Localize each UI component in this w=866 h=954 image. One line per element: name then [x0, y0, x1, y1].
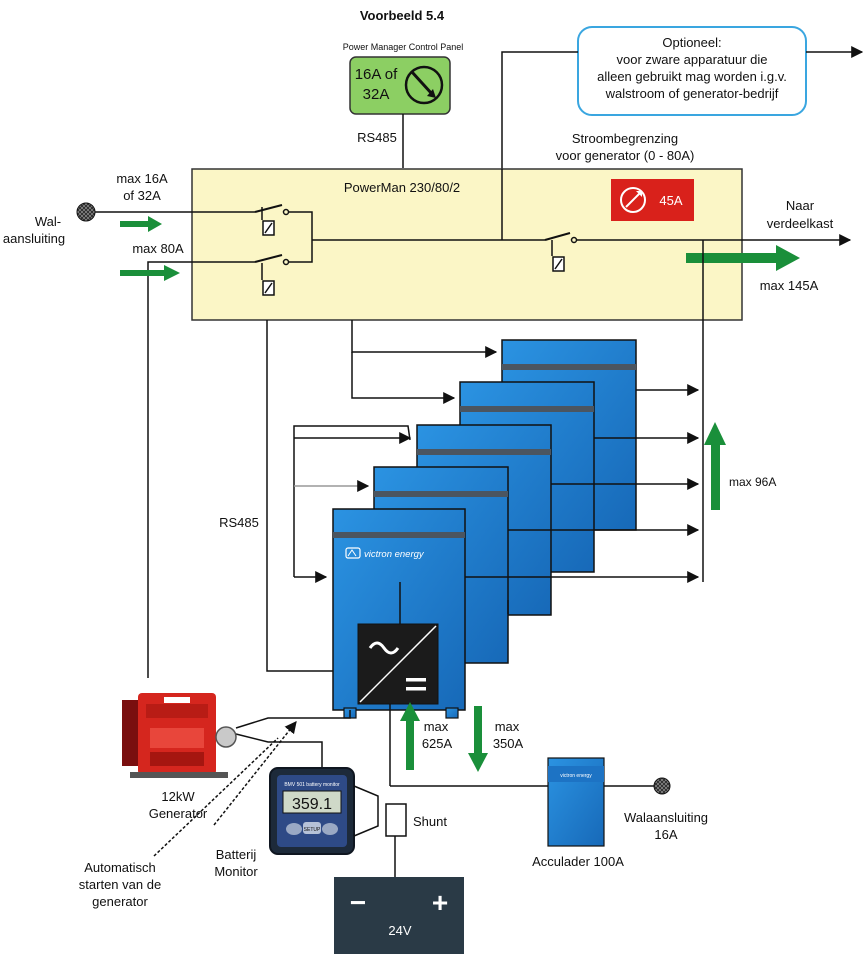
batt-mon-label-2: Monitor	[214, 864, 258, 879]
current-limit-display: 45A	[611, 179, 694, 221]
max16-label-1: max 16A	[116, 171, 168, 186]
example-title: Voorbeeld 5.4	[360, 8, 445, 23]
generator-image	[122, 693, 237, 778]
green-arrow-shore	[120, 216, 162, 232]
max625-label-2: 625A	[422, 736, 453, 751]
green-arrow-up-625	[400, 702, 420, 770]
powerman-box: PowerMan 230/80/2	[191, 168, 743, 321]
transfer-switch-2	[254, 254, 290, 296]
optional-note-line2: voor zware apparatuur die	[616, 52, 767, 67]
naar-label-1: Naar	[786, 198, 815, 213]
max625-label-1: max	[424, 719, 449, 734]
shore-plug-16a-icon	[653, 777, 671, 795]
shore-plug-icon	[76, 202, 96, 222]
powerman-title: PowerMan 230/80/2	[344, 180, 460, 195]
optional-note: Optioneel: voor zware apparatuur die all…	[577, 26, 807, 116]
generator-limit-switch	[544, 232, 578, 272]
control-panel-rating-1: 16A of	[355, 66, 398, 83]
green-arrow-down-350	[468, 706, 488, 772]
shore-label-2: aansluiting	[3, 231, 65, 246]
shunt	[385, 803, 407, 837]
max96-label: max 96A	[729, 475, 776, 489]
control-panel-knob-icon	[404, 65, 444, 105]
battery-monitor: BMV 501 battery monitor 359.1 SETUP	[269, 767, 355, 855]
generator-label-1: 12kW	[161, 789, 195, 804]
max145-label: max 145A	[760, 278, 819, 293]
generator-label-2: Generator	[149, 806, 208, 821]
auto-start-label-2: starten van de	[79, 877, 161, 892]
control-panel-rating-2: 32A	[363, 86, 390, 103]
victron-logo: victron energy	[345, 547, 425, 560]
victron-logo-text: victron energy	[364, 549, 425, 560]
shore-label-1: Wal-	[35, 214, 61, 229]
monitor-setup-button: SETUP	[304, 827, 321, 833]
shunt-label: Shunt	[413, 814, 447, 829]
auto-start-label-3: generator	[92, 894, 148, 909]
battery: − + 24V	[334, 877, 464, 954]
green-arrow-up-96	[704, 422, 726, 510]
walaansluiting16-label-1: Walaansluiting	[624, 810, 708, 825]
max350-label-1: max	[495, 719, 520, 734]
green-arrow-generator	[120, 265, 180, 281]
optional-note-line4: walstroom of generator-bedrijf	[605, 86, 779, 101]
battery-voltage: 24V	[388, 923, 411, 938]
control-panel-label: Power Manager Control Panel	[343, 42, 464, 52]
rs485-left-label: RS485	[219, 515, 259, 530]
max350-label-2: 350A	[493, 736, 524, 751]
max80-label: max 80A	[132, 241, 184, 256]
monitor-header: BMV 501 battery monitor	[284, 782, 340, 788]
charger-logo-text: victron energy	[560, 773, 592, 779]
naar-label-2: verdeelkast	[767, 216, 834, 231]
current-limit-value: 45A	[659, 193, 682, 208]
inverter-symbol	[357, 623, 439, 705]
green-arrow-output	[686, 245, 800, 271]
optional-note-line3: alleen gebruikt mag worden i.g.v.	[597, 69, 787, 84]
auto-start-label-1: Automatisch	[84, 860, 156, 875]
batt-mon-label-1: Batterij	[216, 847, 257, 862]
transfer-switch-1	[254, 204, 290, 236]
optional-note-line1: Optioneel:	[662, 35, 721, 50]
battery-charger: victron energy	[547, 757, 605, 847]
battery-plus: +	[432, 887, 448, 918]
limit-title-1: Stroombegrenzing	[572, 131, 678, 146]
walaansluiting16-label-2: 16A	[654, 827, 677, 842]
max16-label-2: of 32A	[123, 188, 161, 203]
battery-minus: −	[350, 887, 366, 918]
limit-title-2: voor generator (0 - 80A)	[556, 148, 695, 163]
monitor-reading: 359.1	[292, 796, 332, 813]
acculader-label: Acculader 100A	[532, 854, 624, 869]
rs485-top-label: RS485	[357, 130, 397, 145]
power-manager-control-panel: 16A of 32A	[349, 56, 451, 115]
